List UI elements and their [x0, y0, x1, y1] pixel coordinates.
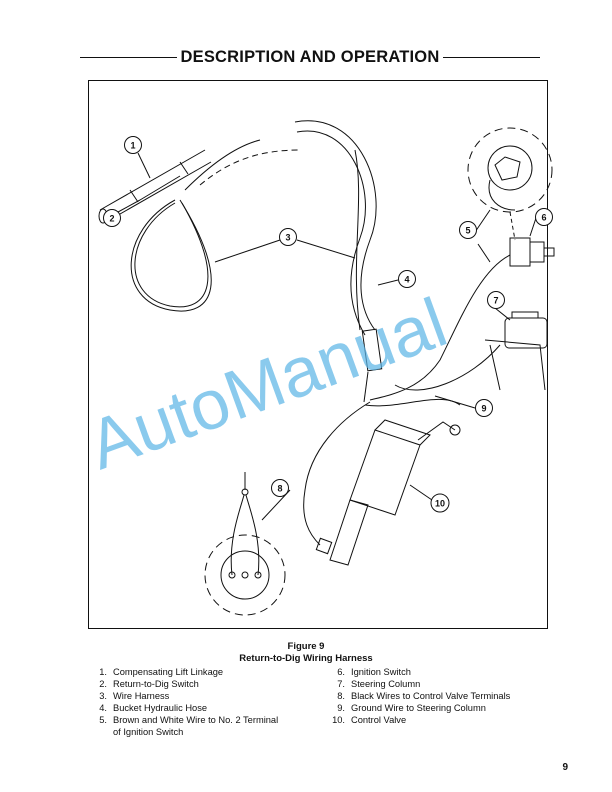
legend-left: 1.Compensating Lift Linkage 2.Return-to-… [92, 666, 322, 738]
svg-text:8: 8 [277, 484, 282, 494]
legend-item: 2.Return-to-Dig Switch [99, 679, 199, 689]
wire-harness [130, 139, 301, 312]
svg-text:5: 5 [465, 226, 470, 236]
legend-item: 4.Bucket Hydraulic Hose [99, 703, 208, 713]
callout-leaders [117, 152, 537, 521]
legend-item: 10.Control Valve [332, 715, 407, 725]
header-rule-right [443, 57, 540, 58]
callout-5: 5 [459, 221, 477, 239]
svg-text:9: 9 [481, 404, 486, 414]
callout-10: 10 [430, 493, 450, 513]
legend-item: 3.Wire Harness [99, 691, 170, 701]
figure-caption: Figure 9 Return-to-Dig Wiring Harness [0, 641, 612, 665]
lift-linkage [98, 149, 212, 224]
bucket-hydraulic-hose [294, 120, 383, 403]
legend-item: 7.Steering Column [337, 679, 421, 689]
legend-item: 8.Black Wires to Control Valve Terminals [337, 691, 511, 701]
page-number: 9 [562, 762, 568, 773]
figure-title: Return-to-Dig Wiring Harness [239, 653, 373, 664]
header-rule-left [80, 57, 177, 58]
figure-frame [88, 80, 548, 629]
section-header: DESCRIPTION AND OPERATION [80, 48, 540, 67]
callout-7: 7 [487, 291, 505, 309]
svg-text:1: 1 [130, 141, 135, 151]
svg-text:6: 6 [541, 213, 546, 223]
control-valve [315, 419, 461, 566]
steering-column [484, 311, 548, 391]
callout-3: 3 [279, 228, 297, 246]
callout-9: 9 [475, 399, 493, 417]
watermark: AutoManual [78, 283, 456, 484]
control-valve-terminals-detail [204, 472, 286, 616]
legend-item: 1.Compensating Lift Linkage [99, 667, 224, 677]
callout-8: 8 [271, 479, 289, 497]
svg-text:2: 2 [109, 214, 114, 224]
callout-6: 6 [535, 208, 553, 226]
callout-1: 1 [124, 136, 142, 154]
legend-item: of Ignition Switch [113, 727, 184, 737]
legend-item: 6.Ignition Switch [337, 667, 411, 677]
svg-text:4: 4 [404, 275, 409, 285]
ignition-switch-detail [467, 127, 555, 267]
figure-label: Figure 9 [287, 641, 325, 652]
page-title: DESCRIPTION AND OPERATION [180, 48, 440, 66]
svg-text:10: 10 [435, 499, 445, 509]
callout-2: 2 [103, 209, 121, 227]
legend-item: 9.Ground Wire to Steering Column [337, 703, 486, 713]
svg-text:7: 7 [493, 296, 498, 306]
legend-item: 5.Brown and White Wire to No. 2 Terminal [99, 715, 279, 725]
legend-right: 6.Ignition Switch 7.Steering Column 8.Bl… [330, 666, 560, 726]
svg-text:3: 3 [285, 233, 290, 243]
callout-4: 4 [398, 270, 416, 288]
